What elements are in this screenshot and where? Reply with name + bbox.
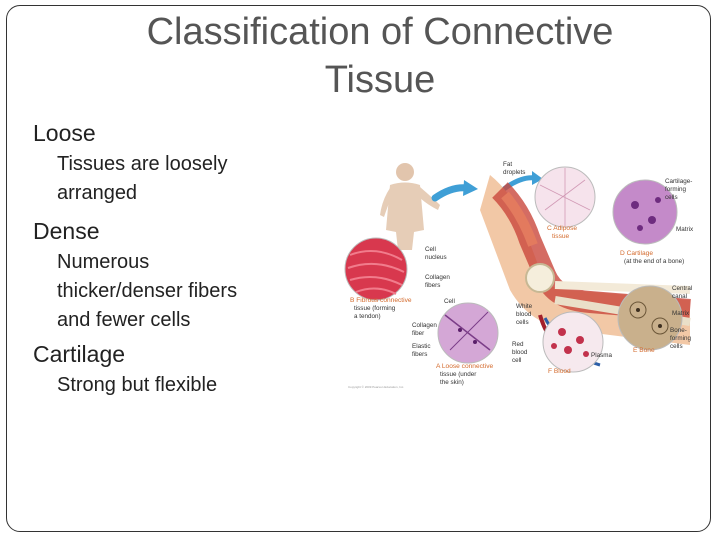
slide-title: Classification of Connective Tissue bbox=[40, 8, 720, 104]
sub-bullet-cartilage: Strong but flexible bbox=[57, 374, 218, 396]
svg-text:forming: forming bbox=[670, 335, 691, 342]
svg-text:canal: canal bbox=[672, 293, 687, 300]
cartilage-micrograph bbox=[612, 179, 678, 245]
bone-micrograph bbox=[617, 285, 683, 351]
title-line-2: Tissue bbox=[324, 59, 436, 101]
svg-text:Fat: Fat bbox=[503, 161, 512, 168]
svg-text:fibers: fibers bbox=[425, 282, 440, 289]
svg-text:Collagen: Collagen bbox=[412, 322, 437, 329]
svg-text:(at the end of a bone): (at the end of a bone) bbox=[624, 258, 684, 265]
svg-text:cells: cells bbox=[670, 343, 683, 350]
svg-text:Collagen: Collagen bbox=[425, 274, 450, 281]
svg-text:Copyright © 2009 Pearson Educa: Copyright © 2009 Pearson Education, Inc. bbox=[348, 385, 404, 389]
svg-text:Cartilage-: Cartilage- bbox=[665, 178, 692, 185]
svg-text:blood: blood bbox=[512, 349, 528, 356]
svg-text:D Cartilage: D Cartilage bbox=[620, 250, 653, 257]
svg-text:Bone-: Bone- bbox=[670, 327, 687, 334]
svg-text:Matrix: Matrix bbox=[676, 226, 694, 233]
svg-text:tissue (under: tissue (under bbox=[440, 371, 476, 378]
bullet-cartilage: Cartilage bbox=[33, 341, 126, 367]
svg-text:the skin): the skin) bbox=[440, 379, 464, 386]
slide-frame bbox=[6, 5, 711, 532]
svg-text:forming: forming bbox=[665, 186, 686, 193]
svg-text:F Blood: F Blood bbox=[548, 368, 571, 375]
bullet-dense: Dense bbox=[33, 218, 100, 244]
title-line-1: Classification of Connective bbox=[146, 11, 614, 53]
svg-text:a tendon): a tendon) bbox=[354, 313, 381, 320]
adipose-tissue-micrograph bbox=[534, 166, 596, 228]
svg-text:Matrix: Matrix bbox=[672, 310, 690, 317]
svg-text:Elastic: Elastic bbox=[412, 343, 431, 350]
svg-text:White: White bbox=[516, 303, 533, 310]
svg-text:cell: cell bbox=[512, 357, 521, 364]
figure-labels: Fat droplets Cartilage- forming cells C … bbox=[348, 161, 694, 389]
svg-text:A Loose connective: A Loose connective bbox=[436, 363, 494, 370]
svg-text:E Bone: E Bone bbox=[633, 347, 655, 354]
loose-tissue-micrograph bbox=[437, 302, 499, 364]
sub-bullet-loose: Tissues are loosely arranged bbox=[57, 153, 228, 204]
bullet-loose: Loose bbox=[33, 120, 96, 146]
svg-text:Cell: Cell bbox=[425, 246, 436, 253]
svg-text:tissue: tissue bbox=[552, 233, 570, 240]
svg-text:tissue (forming: tissue (forming bbox=[354, 305, 396, 312]
svg-text:cells: cells bbox=[516, 319, 529, 326]
svg-text:B Fibrous connective: B Fibrous connective bbox=[350, 297, 412, 304]
arrow-to-arm bbox=[431, 184, 472, 202]
svg-text:fiber: fiber bbox=[412, 330, 424, 337]
svg-text:Red: Red bbox=[512, 341, 524, 348]
connective-tissue-figure: Fat droplets Cartilage- forming cells C … bbox=[340, 150, 710, 395]
svg-text:cells: cells bbox=[665, 194, 678, 201]
svg-text:fibers: fibers bbox=[412, 351, 427, 358]
human-figure bbox=[380, 163, 440, 250]
bullet-list: Loose Tissues are loosely arranged Dense… bbox=[32, 118, 332, 400]
svg-text:nucleus: nucleus bbox=[425, 254, 447, 261]
svg-text:Plasma: Plasma bbox=[591, 352, 612, 359]
blood-micrograph bbox=[542, 311, 604, 373]
svg-text:Cell: Cell bbox=[444, 298, 455, 305]
svg-text:Central: Central bbox=[672, 285, 692, 292]
svg-text:blood: blood bbox=[516, 311, 532, 318]
fibrous-tissue-micrograph bbox=[344, 237, 408, 301]
svg-text:C Adipose: C Adipose bbox=[547, 225, 577, 232]
sub-bullet-dense: Numerous thicker/denser fibers and fewer… bbox=[57, 251, 238, 331]
svg-text:droplets: droplets bbox=[503, 169, 525, 176]
